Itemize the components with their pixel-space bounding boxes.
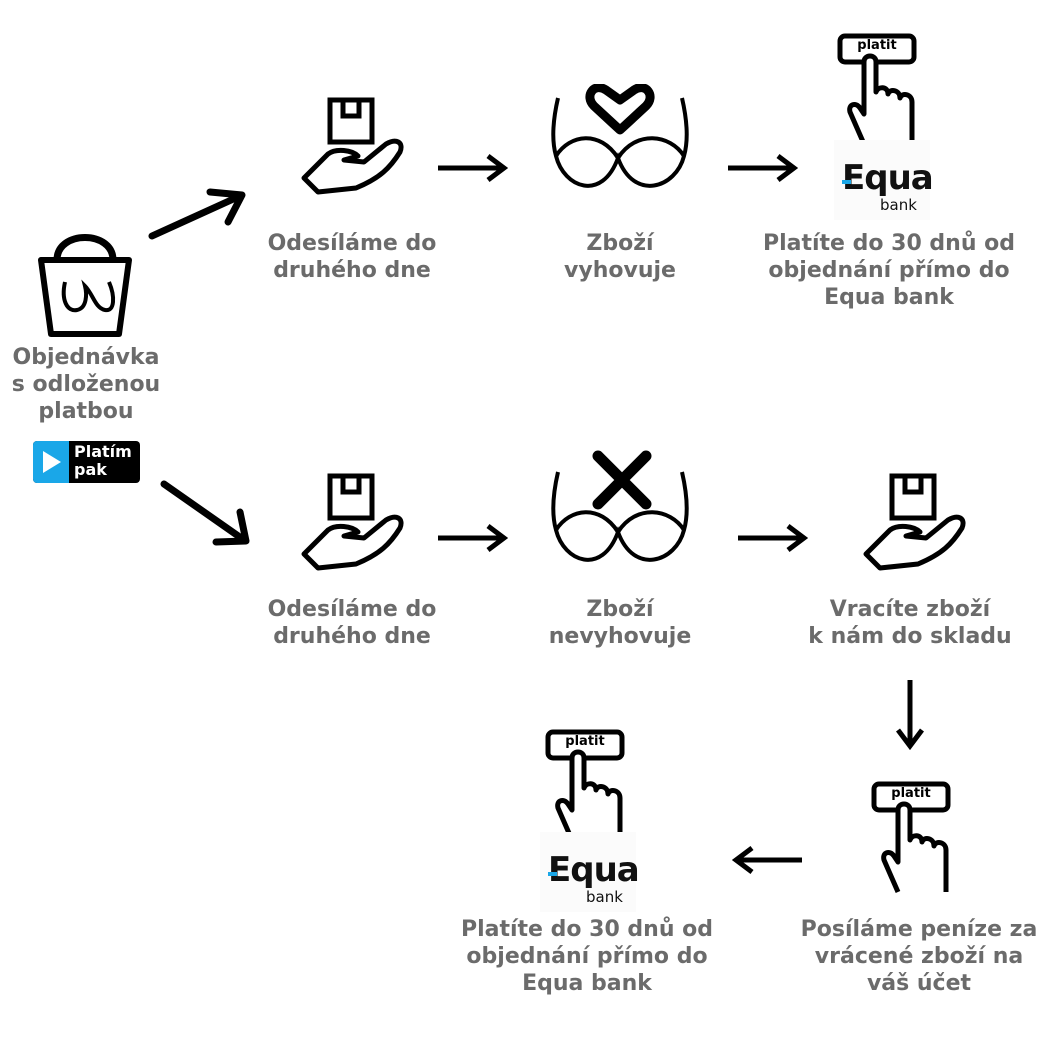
hand-box-icon bbox=[301, 473, 404, 571]
start-label: Objednávka s odloženou platbou bbox=[11, 345, 161, 424]
bottom-step3-label: Vracíte zboží k nám do skladu bbox=[808, 597, 1012, 649]
platim-pak-logo: Platím pak bbox=[33, 441, 140, 483]
equa-bank-logo: Equa bank bbox=[834, 140, 934, 220]
pay-button-hand-icon bbox=[545, 729, 625, 842]
bottom-step4-label: Posíláme peníze za vrácené zboží na váš … bbox=[800, 917, 1038, 996]
hand-box-icon bbox=[301, 97, 404, 195]
arrow-right-icon bbox=[738, 524, 808, 552]
arrow-right-icon bbox=[438, 154, 508, 182]
arrow-down-icon bbox=[896, 680, 924, 750]
pay-button-text: platit bbox=[891, 786, 931, 801]
bra-heart-icon bbox=[551, 84, 689, 188]
bottom-step5-label: Platíte do 30 dnů od objednání přímo do … bbox=[460, 917, 714, 996]
pay-button-hand-icon bbox=[837, 33, 917, 146]
arrow-right-icon bbox=[728, 154, 798, 182]
hand-box-icon bbox=[863, 473, 966, 571]
bottom-step2-label: Zboží nevyhovuje bbox=[548, 597, 692, 649]
equa-bank-logo: Equa bank bbox=[540, 832, 640, 912]
bra-cross-icon bbox=[551, 450, 689, 562]
arrow-left-icon bbox=[732, 846, 802, 874]
shopping-bag-bra-icon bbox=[38, 234, 132, 337]
pay-button-text: platit bbox=[857, 38, 897, 53]
play-icon bbox=[33, 441, 69, 483]
pay-button-hand-icon bbox=[871, 781, 951, 894]
arrow-up-right-icon bbox=[148, 188, 246, 240]
arrow-down-right-icon bbox=[160, 480, 250, 546]
top-step2-label: Zboží vyhovuje bbox=[564, 231, 676, 283]
pay-button-text: platit bbox=[565, 734, 605, 749]
top-step1-label: Odesíláme do druhého dne bbox=[267, 231, 437, 283]
top-step3-label: Platíte do 30 dnů od objednání přímo do … bbox=[762, 231, 1016, 310]
bottom-step1-label: Odesíláme do druhého dne bbox=[267, 597, 437, 649]
arrow-right-icon bbox=[438, 524, 508, 552]
